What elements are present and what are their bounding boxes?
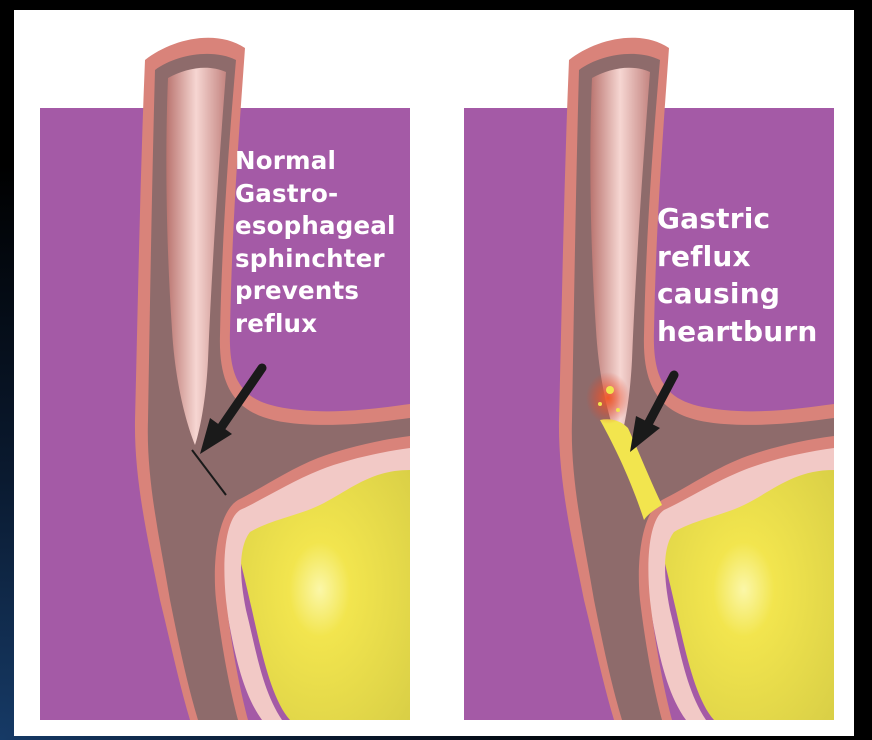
gastric-reflux-label: Gastric reflux causing heartburn — [657, 200, 818, 350]
normal-sphincter-label: Normal Gastro- esophageal sphinchter pre… — [235, 145, 396, 340]
acid-droplet — [598, 402, 602, 406]
normal-sphincter-panel: Normal Gastro- esophageal sphinchter pre… — [0, 0, 430, 740]
gastric-reflux-illustration — [424, 0, 854, 740]
gastric-reflux-panel — [424, 0, 854, 740]
acid-droplet — [616, 408, 620, 412]
heartburn-irritation — [586, 372, 630, 424]
acid-droplet — [606, 386, 614, 394]
normal-sphincter-illustration — [0, 0, 430, 740]
